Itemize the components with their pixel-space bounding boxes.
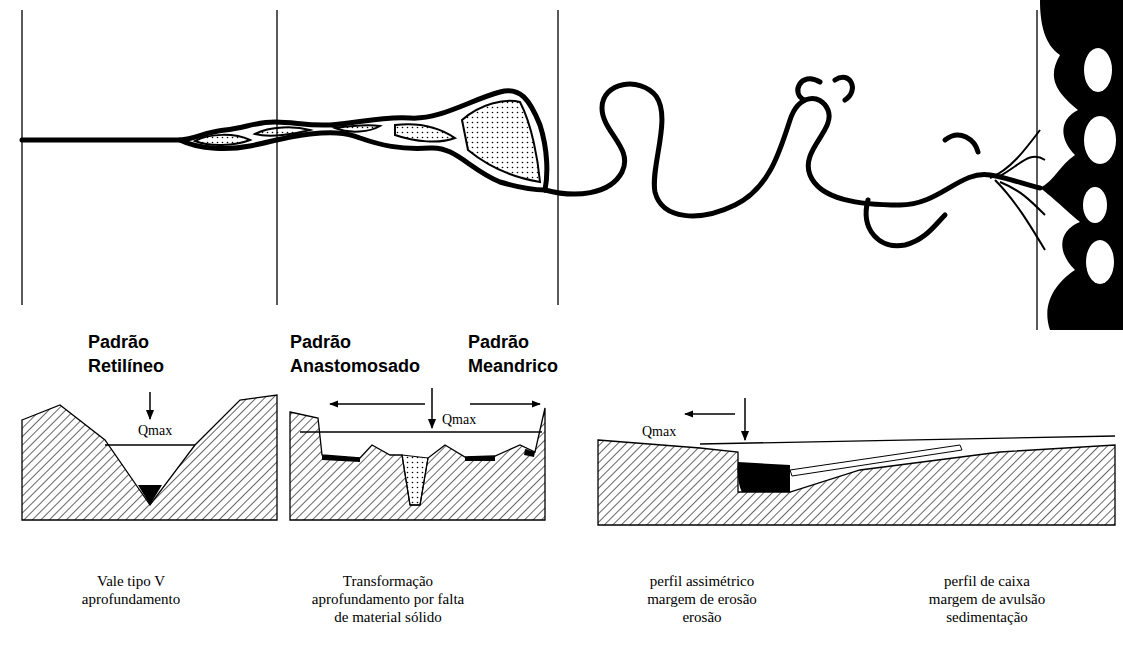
pattern-title: Padrão Retilíneo <box>88 330 164 378</box>
discharge-label: Qmax <box>136 423 174 439</box>
pattern-title: Padrão Anastomosado <box>290 330 420 378</box>
discharge-label: Qmax <box>440 412 478 428</box>
profile-caption: Vale tipo V aprofundamento <box>69 572 194 608</box>
pattern-title: Padrão Meandrico <box>468 330 558 378</box>
discharge-label: Qmax <box>640 424 678 440</box>
profile-caption: Transformação aprofundamento por falta d… <box>306 572 471 626</box>
profile-caption: perfil de caixa margem de avulsão sedime… <box>922 572 1052 626</box>
profile-caption: perfil assimétrico margem de erosão eros… <box>637 572 767 626</box>
